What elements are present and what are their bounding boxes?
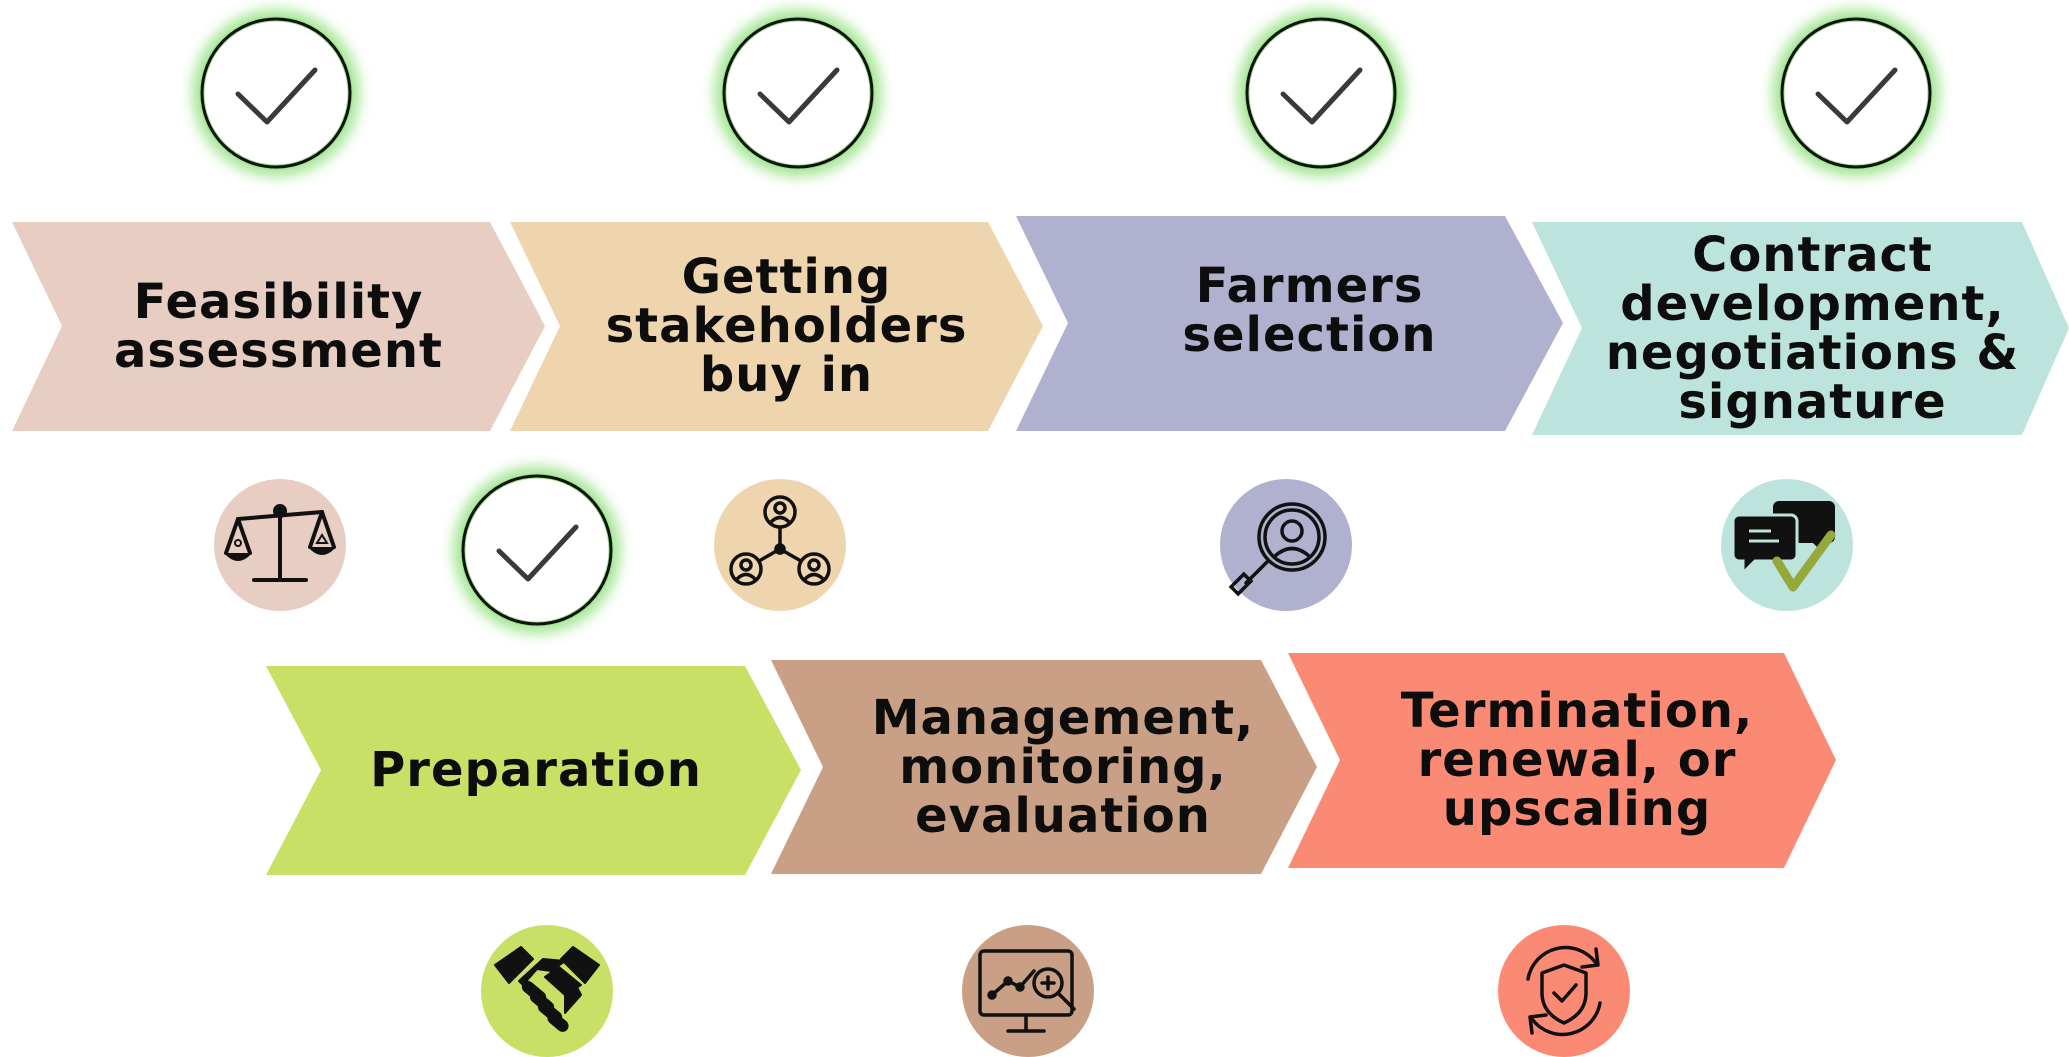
scales-icon	[214, 479, 346, 611]
step-label: Preparation	[370, 742, 702, 798]
handshake-icon	[481, 925, 613, 1057]
step-label: Contract development, negotiations & sig…	[1605, 226, 2020, 430]
step-arrow-stakeholders: Getting stakeholders buy in	[510, 222, 1043, 431]
step-arrow-contract: Contract development, negotiations & sig…	[1532, 222, 2069, 435]
step-label: Farmers selection	[1182, 258, 1437, 363]
shield-refresh-icon	[1498, 925, 1630, 1057]
stakeholders-network-icon	[714, 479, 846, 611]
step-label: Feasibility assessment	[114, 273, 443, 379]
check-circle-icon	[191, 8, 361, 178]
check-circle-icon	[1236, 8, 1406, 178]
check-circle-icon	[452, 465, 622, 635]
step-label: Getting stakeholders buy in	[605, 249, 968, 403]
magnifier-person-icon	[1220, 479, 1352, 611]
step-arrow-termination: Termination, renewal, or upscaling	[1288, 653, 1836, 868]
check-circle-icon	[1771, 8, 1941, 178]
step-arrow-preparation: Preparation	[266, 666, 801, 875]
chat-check-icon	[1721, 479, 1853, 611]
step-arrow-farmers-selection: Farmers selection	[1016, 216, 1563, 431]
step-arrow-management: Management, monitoring, evaluation	[771, 660, 1317, 874]
monitor-analytics-icon	[962, 925, 1094, 1057]
check-circle-icon	[713, 8, 883, 178]
step-label: Termination, renewal, or upscaling	[1400, 683, 1754, 837]
step-label: Management, monitoring, evaluation	[871, 689, 1255, 844]
step-arrow-feasibility: Feasibility assessment	[12, 222, 545, 431]
